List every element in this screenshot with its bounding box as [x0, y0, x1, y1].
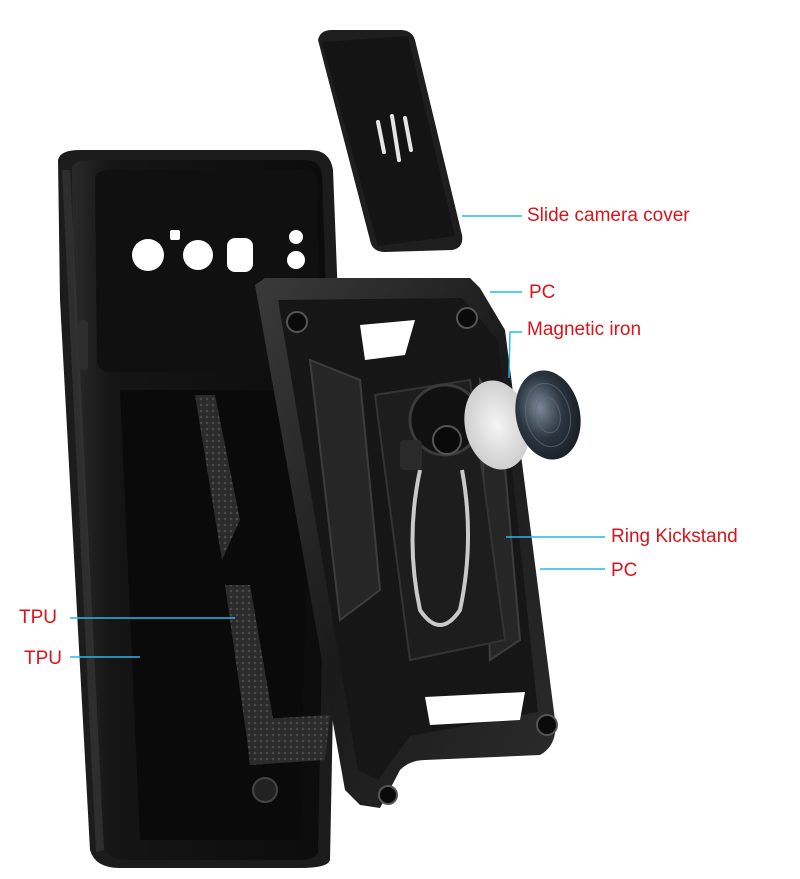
tpu-strip	[225, 585, 275, 760]
tpu-strip	[195, 395, 240, 560]
label-pc-bottom: PC	[611, 560, 638, 581]
ring-kickstand	[400, 383, 482, 627]
label-ring-kickstand: Ring Kickstand	[611, 526, 738, 547]
leader-lines	[70, 215, 605, 658]
magnetic-iron	[464, 370, 581, 470]
slide-camera-cover	[318, 30, 463, 252]
tpu-strip	[245, 715, 330, 765]
leader-line-magnetic-iron	[508, 331, 522, 379]
camera-cutouts	[132, 230, 305, 272]
label-pc-top: PC	[529, 282, 556, 303]
label-magnetic-iron: Magnetic iron	[527, 319, 642, 340]
label-slide-camera-cover: Slide camera cover	[527, 205, 690, 226]
label-tpu-1: TPU	[19, 607, 57, 628]
side-button	[78, 320, 88, 370]
label-tpu-2: TPU	[24, 648, 62, 669]
